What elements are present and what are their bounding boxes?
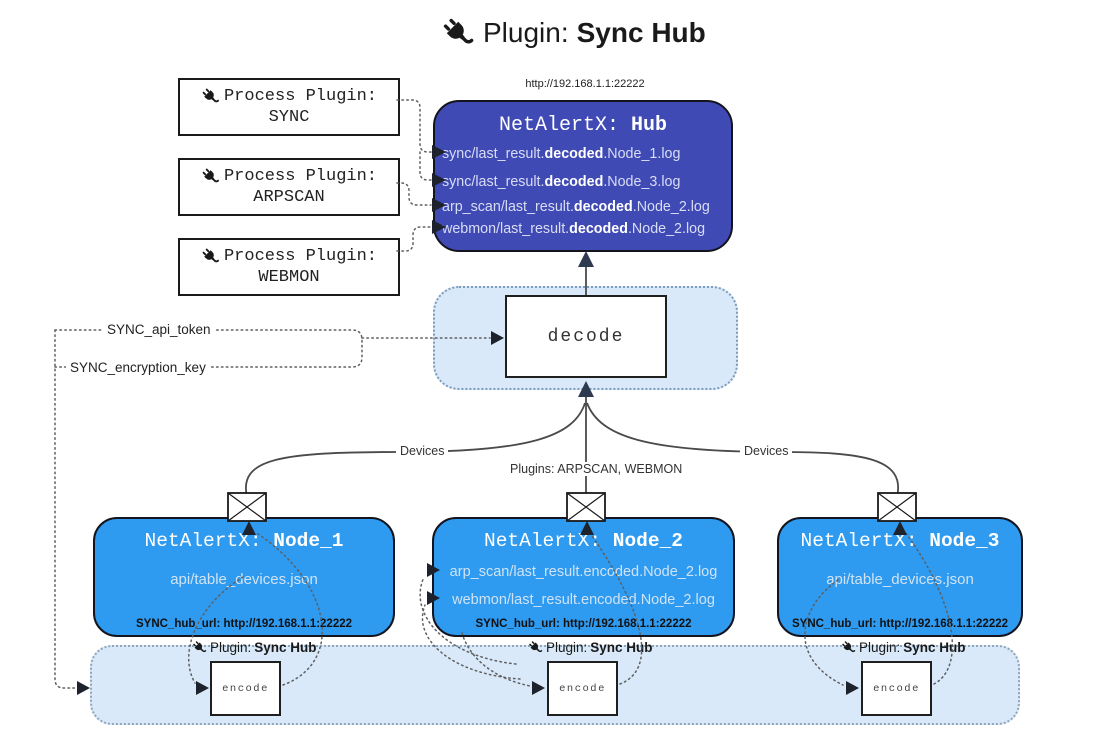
node-title: NetAlertX: Node_1 [144, 530, 344, 552]
sync-api-token-label: SYNC_api_token [103, 322, 215, 337]
hub-title-name: Hub [631, 114, 668, 137]
plug-icon [201, 167, 220, 186]
node-hub-url: SYNC_hub_url: http://192.168.1.1:22222 [791, 618, 1009, 630]
plug-icon [201, 247, 220, 266]
process-plugin-name: SYNC [268, 108, 310, 127]
page-title-prefix: Plugin: [483, 17, 569, 48]
page-title-name: Sync Hub [576, 17, 706, 48]
process-plugin-arpscan: Process Plugin: ARPSCAN [178, 158, 400, 216]
encoder-label: Plugin: Sync Hub [528, 640, 653, 655]
node-hub-url: SYNC_hub_url: http://192.168.1.1:22222 [475, 618, 692, 630]
hub-box: NetAlertX: Hub sync/last_result.decoded.… [433, 100, 733, 252]
plugins-center-label: Plugins: ARPSCAN, WEBMON [506, 462, 687, 476]
node-file: arp_scan/last_result.encoded.Node_2.log [449, 564, 718, 580]
node-title: NetAlertX: Node_2 [484, 530, 683, 552]
plug-icon [441, 16, 475, 50]
node-file: api/table_devices.json [170, 571, 318, 588]
arrow-into-hub [578, 251, 594, 267]
page-title: Plugin: Sync Hub [441, 16, 706, 50]
devices-right-label: Devices [740, 444, 793, 458]
node-file: api/table_devices.json [826, 571, 974, 588]
hub-title-prefix: NetAlertX: [498, 114, 619, 137]
process-plugin-label: Process Plugin: [223, 246, 378, 266]
hub-log-line: webmon/last_result.decoded.Node_2.log [442, 221, 706, 237]
webmon-to-hub-wire [396, 226, 432, 252]
node-hub-url: SYNC_hub_url: http://192.168.1.1:22222 [135, 618, 353, 630]
node-file: webmon/last_result.encoded.Node_2.log [452, 592, 715, 608]
node-3-box: NetAlertX: Node_3 api/table_devices.json… [777, 517, 1023, 637]
process-plugin-sync: Process Plugin: SYNC [178, 78, 400, 136]
process-plugin-label: Process Plugin: [223, 86, 378, 106]
sync-encryption-key-label: SYNC_encryption_key [66, 360, 210, 375]
key-to-encoders-wire [54, 329, 77, 689]
arpscan-to-hub-wire [396, 182, 432, 206]
node-title: NetAlertX: Node_3 [800, 530, 1000, 552]
encoder-label: Plugin: Sync Hub [192, 640, 317, 655]
process-plugin-webmon: Process Plugin: WEBMON [178, 238, 400, 296]
plug-icon [841, 640, 856, 655]
hub-log-line: arp_scan/last_result.decoded.Node_2.log [442, 199, 710, 215]
process-plugin-label: Process Plugin: [223, 166, 378, 186]
encode-box-3: encode [861, 661, 932, 716]
hub-url: http://192.168.1.1:22222 [525, 78, 645, 90]
process-plugin-name: ARPSCAN [253, 188, 325, 207]
process-plugin-name: WEBMON [258, 268, 320, 287]
plug-icon [192, 640, 207, 655]
hub-log-line: sync/last_result.decoded.Node_1.log [442, 146, 681, 162]
sync-to-hub-wire-2 [419, 151, 432, 181]
encode-box-2: encode [547, 661, 618, 716]
sync-to-hub-wire [396, 99, 432, 153]
devices-left-label: Devices [396, 444, 449, 458]
node-2-box: NetAlertX: Node_2 arp_scan/last_result.e… [432, 517, 735, 637]
plug-icon [201, 87, 220, 106]
node-1-box: NetAlertX: Node_1 api/table_devices.json… [93, 517, 395, 637]
hub-log-line: sync/last_result.decoded.Node_3.log [442, 174, 681, 190]
encoder-label: Plugin: Sync Hub [841, 640, 966, 655]
hub-title: NetAlertX: Hub [435, 114, 731, 137]
decode-box: decode [505, 295, 667, 378]
encode-box-1: encode [210, 661, 281, 716]
plug-icon [528, 640, 543, 655]
arrow-into-encode-container [77, 681, 90, 695]
